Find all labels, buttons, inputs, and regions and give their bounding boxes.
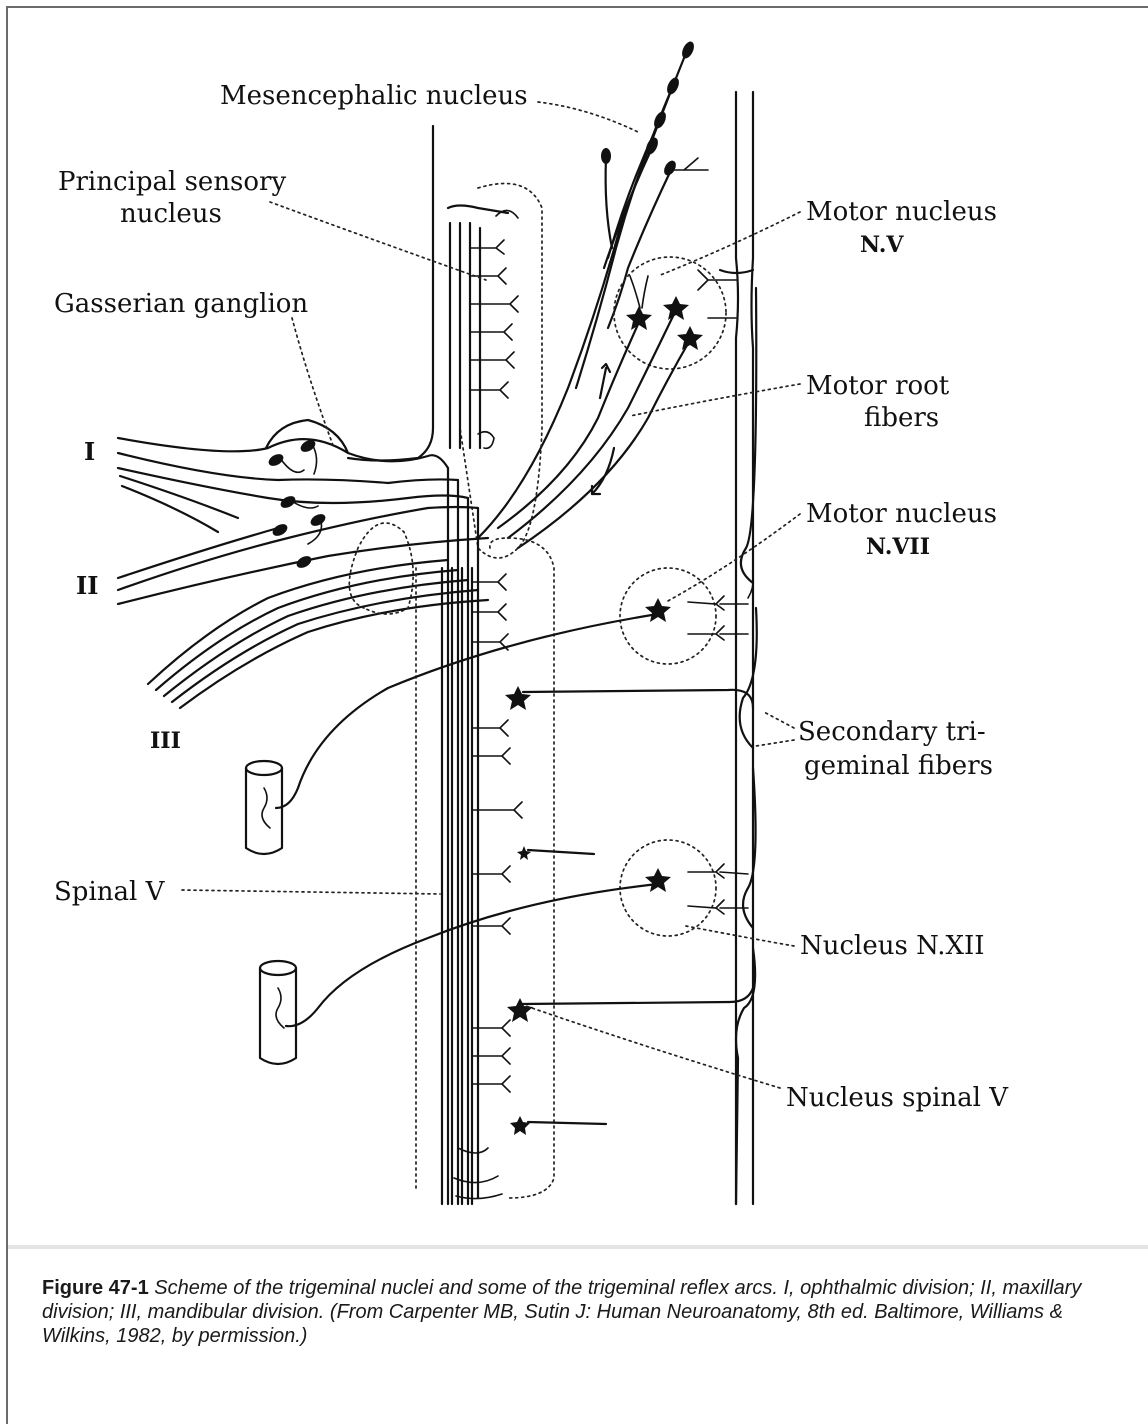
label-motor-nucleus-vii-2: N.VII <box>866 534 930 560</box>
motor-root-arrows <box>592 364 614 494</box>
label-division-ii: II <box>76 571 98 600</box>
label-mesencephalic-nucleus: Mesencephalic nucleus <box>220 81 528 111</box>
diagram-labels: Mesencephalic nucleus Principal sensory … <box>54 81 1009 1113</box>
label-motor-nucleus-v-2: N.V <box>860 232 904 258</box>
spinal-v-tract <box>416 538 606 1204</box>
label-nucleus-spinal-v: Nucleus spinal V <box>786 1083 1009 1113</box>
muscle-cylinders <box>246 761 296 1064</box>
motor-nucleus-vii <box>276 568 753 808</box>
caption-separator <box>8 1245 1148 1249</box>
label-division-i: I <box>84 437 95 466</box>
principal-sensory-nucleus <box>448 184 542 559</box>
label-gasserian-ganglion: Gasserian ganglion <box>54 289 308 319</box>
nucleus-xii <box>286 840 748 1026</box>
figure-caption: Figure 47-1 Scheme of the trigeminal nuc… <box>42 1276 1122 1348</box>
secondary-trigeminal-fibers <box>522 690 753 1004</box>
label-secondary-fibers-2: geminal fibers <box>804 751 993 781</box>
label-division-iii: III <box>150 728 181 754</box>
label-motor-nucleus-vii-1: Motor nucleus <box>806 499 997 529</box>
figure-frame: Mesencephalic nucleus Principal sensory … <box>6 6 1148 1424</box>
gasserian-ganglion <box>118 420 488 1204</box>
trigeminal-diagram: Mesencephalic nucleus Principal sensory … <box>8 8 1148 1246</box>
label-principal-sensory-2: nucleus <box>120 199 222 229</box>
caption-text: Scheme of the trigeminal nuclei and some… <box>42 1277 1081 1347</box>
label-motor-root-1: Motor root <box>806 371 950 401</box>
brainstem-outline <box>348 92 757 1204</box>
figure-number: Figure 47-1 <box>42 1277 149 1299</box>
label-principal-sensory-1: Principal sensory <box>58 167 286 197</box>
label-spinal-v: Spinal V <box>54 877 166 907</box>
label-secondary-fibers-1: Secondary tri- <box>798 717 986 747</box>
label-nucleus-xii: Nucleus N.XII <box>800 931 985 961</box>
label-motor-nucleus-v-1: Motor nucleus <box>806 197 997 227</box>
label-motor-root-2: fibers <box>864 403 939 433</box>
